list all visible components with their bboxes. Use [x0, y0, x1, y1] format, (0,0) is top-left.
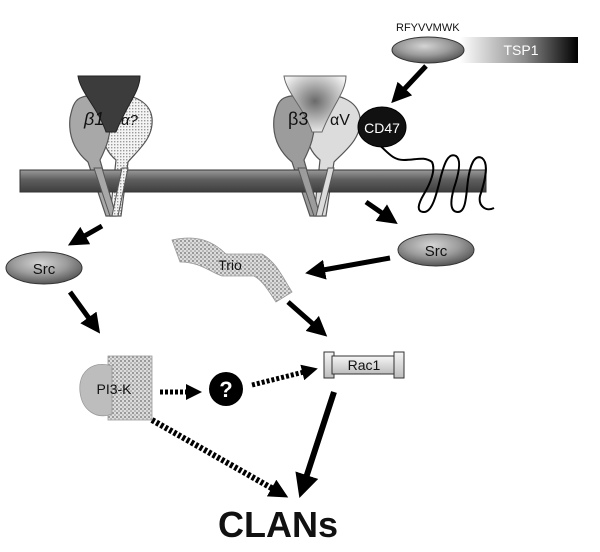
- pi3k-regulatory-lobe: [79, 364, 113, 417]
- arrow-src-to-pi3k: [67, 290, 101, 334]
- cell-membrane: [19, 169, 487, 193]
- src-right-oval: [397, 233, 475, 267]
- src-left-oval: [5, 251, 83, 285]
- integrin-beta3-alphav: β3 αV: [273, 75, 361, 217]
- beta3-label: β3: [288, 109, 308, 129]
- src-left-label: Src: [33, 261, 56, 278]
- arrow-rac1-to-clans: [295, 391, 337, 498]
- src-right-node: Src: [397, 233, 475, 267]
- arrow-trio-to-rac1: [286, 300, 328, 337]
- tsp1-label: TSP1: [503, 42, 538, 58]
- arrow-tsp1-to-cd47: [391, 64, 428, 104]
- arrow-unknown-to-rac1: [251, 364, 318, 388]
- pi3k-node: PI3-K: [79, 355, 153, 421]
- cd47-oval: [357, 106, 407, 148]
- src-right-label: Src: [425, 243, 448, 260]
- peptide-label: RFYVVMWK: [396, 22, 460, 34]
- arrows: [67, 64, 428, 498]
- integrin-beta1-alpha: β1 α?: [69, 75, 153, 217]
- integrin-legs: [93, 167, 335, 217]
- unknown-circle: [209, 372, 243, 406]
- ligand-head-left: [77, 75, 141, 133]
- src-left-node: Src: [5, 251, 83, 285]
- clans-output-label: CLANs: [218, 504, 338, 545]
- pi3k-label: PI3-K: [96, 381, 132, 397]
- cd47-label: CD47: [364, 120, 400, 136]
- trio-shape: [171, 237, 293, 303]
- cd47-transmembrane-loops: [375, 141, 495, 214]
- rac1-node: Rac1: [323, 351, 405, 379]
- ligand-head-right: [283, 75, 347, 133]
- unknown-label: ?: [219, 377, 232, 402]
- alphav-label: αV: [330, 112, 350, 129]
- beta1-label: β1: [83, 109, 104, 129]
- leg-alpha-left: [111, 167, 129, 217]
- alpha-unknown-label: α?: [121, 112, 139, 129]
- arrow-beta1-to-src: [67, 223, 104, 246]
- arrow-pi3k-to-clans: [150, 417, 289, 498]
- trio-node: Trio: [171, 237, 293, 303]
- unknown-mediator: ?: [209, 372, 243, 406]
- rfyvvmwk-peptide-oval: [391, 36, 465, 64]
- rac1-right-cap: [393, 351, 405, 379]
- tsp1-ligand: RFYVVMWK TSP1: [391, 22, 578, 64]
- arrow-cd47-to-src: [364, 199, 398, 224]
- rac1-label: Rac1: [348, 357, 381, 373]
- tsp1-bar: [460, 37, 578, 63]
- leg-alphav: [315, 167, 335, 217]
- trio-label: Trio: [218, 257, 242, 273]
- pi3k-catalytic-block: [107, 355, 153, 421]
- cd47-receptor: CD47: [357, 106, 495, 214]
- arrow-src-to-trio: [305, 255, 391, 280]
